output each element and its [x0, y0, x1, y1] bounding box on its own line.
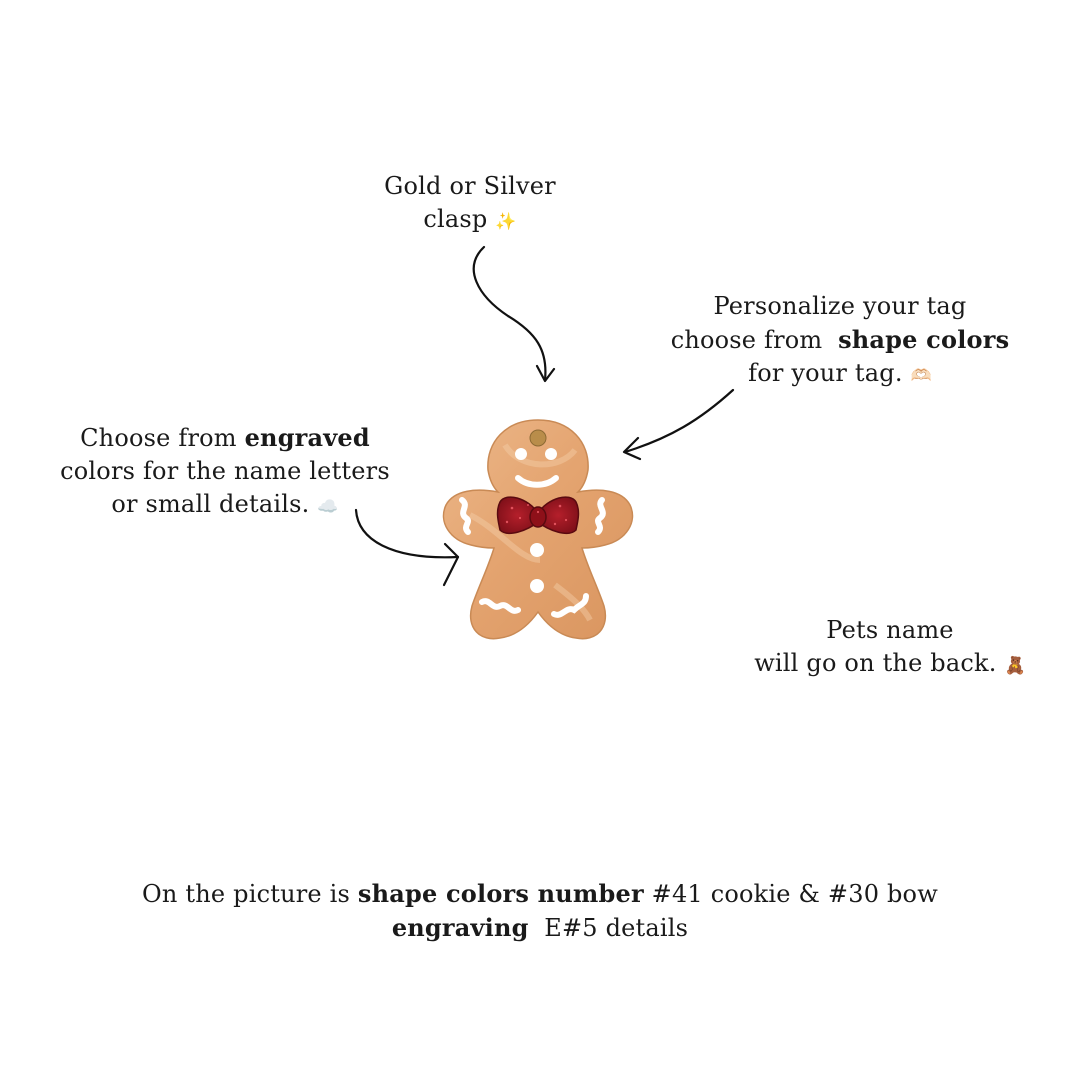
- left-leg-icing: [479, 598, 521, 614]
- shape-colors-annotation: Personalize your tag choose from shape c…: [650, 290, 1030, 393]
- right-arm-icing: [595, 497, 606, 535]
- pets-line-2: will go on the back.: [754, 649, 997, 677]
- footer-shape-colors-bold: shape colors number: [357, 879, 644, 908]
- clasp-line-1: Gold or Silver: [384, 172, 556, 200]
- shape-arrow-icon: [622, 388, 735, 461]
- shape-line-3: for your tag.: [748, 359, 903, 387]
- engraved-details: [515, 448, 557, 593]
- button-top: [530, 543, 544, 557]
- left-arm-icing: [459, 497, 471, 535]
- button-bottom: [530, 579, 544, 593]
- clasp-line-2: clasp: [423, 205, 488, 233]
- clasp-arrow-icon: [472, 245, 556, 383]
- engraved-bold: engraved: [244, 423, 370, 452]
- shape-line-1: Personalize your tag: [713, 292, 967, 320]
- footer-line-2-suffix: E#5 details: [528, 914, 689, 942]
- glitter-bow: [496, 496, 580, 534]
- pets-name-annotation: Pets name will go on the back. 🧸: [740, 614, 1040, 683]
- pets-line-1: Pets name: [826, 616, 954, 644]
- engraved-line-1-prefix: Choose from: [80, 424, 245, 452]
- footer-engraving-bold: engraving: [391, 913, 529, 942]
- smile: [515, 475, 559, 488]
- cloud-emoji-icon: ☁️: [317, 497, 339, 517]
- engraved-line-2: colors for the name letters: [60, 457, 390, 485]
- engraved-annotation: Choose from engraved colors for the name…: [40, 421, 410, 524]
- icing-lines: [459, 475, 606, 618]
- engraved-line-3: or small details.: [111, 490, 310, 518]
- shape-line-2-prefix: choose from: [670, 326, 839, 354]
- footer-note: On the picture is shape colors number #4…: [90, 877, 990, 945]
- sparkles-emoji-icon: ✨: [495, 212, 517, 232]
- teddy-bear-emoji-icon: 🧸: [1004, 656, 1026, 676]
- clasp-annotation: Gold or Silver clasp ✨: [360, 170, 580, 239]
- footer-line-1-suffix: #41 cookie & #30 bow: [643, 880, 938, 908]
- shape-colors-bold: shape colors: [838, 325, 1010, 354]
- cookie-body: [442, 419, 634, 640]
- heart-hands-emoji-icon: 🫶🏻: [910, 366, 932, 386]
- footer-line-1-prefix: On the picture is: [142, 880, 358, 908]
- right-leg-icing: [551, 593, 589, 618]
- left-eye: [515, 448, 527, 460]
- right-eye: [545, 448, 557, 460]
- clasp-hole: [529, 429, 547, 447]
- engraved-arrow-icon: [354, 508, 460, 587]
